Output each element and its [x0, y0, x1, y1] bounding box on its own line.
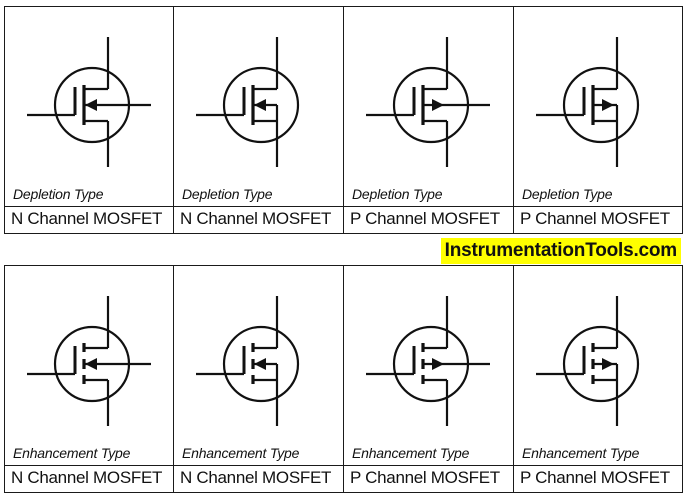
mosfet-depletion-p-4terminal-symbol — [366, 37, 490, 167]
mosfet-label: N Channel MOSFET — [180, 209, 332, 228]
label-cell: P Channel MOSFET — [514, 466, 682, 493]
depletion-symbol-row: Depletion Type Depletion Type Depletion … — [5, 7, 682, 206]
type-label: Enhancement Type — [182, 445, 300, 461]
cell-depletion-n-3t: Depletion Type — [174, 7, 344, 206]
enhancement-grid: Enhancement Type Enhancement Type Enhanc… — [4, 265, 683, 493]
label-cell: P Channel MOSFET — [344, 207, 514, 234]
label-cell: P Channel MOSFET — [514, 207, 682, 234]
mosfet-label: P Channel MOSFET — [520, 468, 670, 487]
arrow-icon — [254, 358, 266, 370]
arrow-icon — [432, 99, 444, 111]
label-cell: N Channel MOSFET — [5, 466, 174, 493]
mosfet-label: P Channel MOSFET — [350, 468, 500, 487]
type-label: Enhancement Type — [522, 445, 640, 461]
type-label: Depletion Type — [182, 186, 273, 202]
mosfet-label: P Channel MOSFET — [520, 209, 670, 228]
type-label: Depletion Type — [352, 186, 443, 202]
mosfet-enhancement-n-3terminal-symbol — [196, 296, 300, 426]
cell-enhancement-p-3t: Enhancement Type — [514, 266, 682, 465]
type-label: Depletion Type — [522, 186, 613, 202]
arrow-icon — [602, 99, 614, 111]
arrow-icon — [602, 358, 614, 370]
cell-depletion-n-4t: Depletion Type — [5, 7, 174, 206]
brand-banner: InstrumentationTools.com — [440, 238, 681, 264]
mosfet-enhancement-p-4terminal-symbol — [366, 296, 490, 426]
depletion-label-row: N Channel MOSFET N Channel MOSFET P Chan… — [5, 206, 682, 234]
mosfet-label: P Channel MOSFET — [350, 209, 500, 228]
type-label: Enhancement Type — [352, 445, 470, 461]
mosfet-label: N Channel MOSFET — [180, 468, 332, 487]
mosfet-body-circle — [222, 66, 300, 144]
arrow-icon — [85, 358, 97, 370]
enhancement-symbol-row: Enhancement Type Enhancement Type Enhanc… — [5, 266, 682, 465]
mosfet-body-circle — [562, 66, 640, 144]
arrow-icon — [85, 99, 97, 111]
mosfet-depletion-n-4terminal-symbol — [27, 37, 151, 167]
mosfet-depletion-p-3terminal-symbol — [536, 37, 640, 167]
mosfet-label: N Channel MOSFET — [11, 468, 163, 487]
mosfet-body-circle — [222, 325, 300, 403]
cell-enhancement-n-4t: Enhancement Type — [5, 266, 174, 465]
label-cell: N Channel MOSFET — [5, 207, 174, 234]
label-cell: N Channel MOSFET — [174, 466, 344, 493]
label-cell: N Channel MOSFET — [174, 207, 344, 234]
cell-depletion-p-3t: Depletion Type — [514, 7, 682, 206]
mosfet-label: N Channel MOSFET — [11, 209, 163, 228]
arrow-icon — [432, 358, 444, 370]
arrow-icon — [254, 99, 266, 111]
mosfet-enhancement-p-3terminal-symbol — [536, 296, 640, 426]
cell-enhancement-p-4t: Enhancement Type — [344, 266, 514, 465]
depletion-grid: Depletion Type Depletion Type Depletion … — [4, 6, 683, 234]
cell-enhancement-n-3t: Enhancement Type — [174, 266, 344, 465]
label-cell: P Channel MOSFET — [344, 466, 514, 493]
type-label: Depletion Type — [13, 186, 104, 202]
cell-depletion-p-4t: Depletion Type — [344, 7, 514, 206]
mosfet-enhancement-n-4terminal-symbol — [27, 296, 151, 426]
mosfet-body-circle — [562, 325, 640, 403]
mosfet-depletion-n-3terminal-symbol — [196, 37, 300, 167]
enhancement-label-row: N Channel MOSFET N Channel MOSFET P Chan… — [5, 465, 682, 493]
type-label: Enhancement Type — [13, 445, 131, 461]
